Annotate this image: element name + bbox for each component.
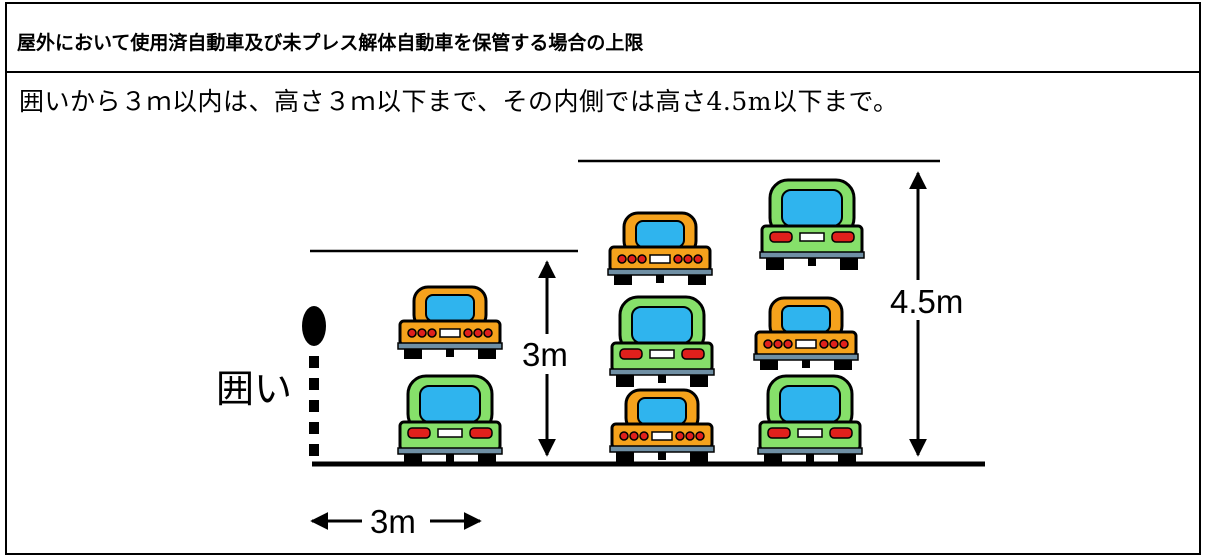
fence-label: 囲い	[216, 369, 292, 411]
height-label-3m: 3m	[522, 336, 568, 373]
label-bg	[888, 280, 976, 320]
car-orange	[606, 211, 714, 287]
car-green	[396, 374, 504, 468]
car-green	[608, 295, 716, 389]
car-orange	[396, 285, 504, 361]
car-orange	[608, 388, 716, 464]
car-orange	[752, 296, 860, 372]
height-label-4-5m: 4.5m	[890, 283, 963, 320]
car-green	[756, 374, 864, 468]
figure-description: 囲いから３ｍ以内は、高さ３ｍ以下まで、その内側では高さ4.5m以下まで。	[19, 87, 899, 116]
car-green	[758, 178, 866, 272]
figure-title: 屋外において使用済自動車及び未プレス解体自動車を保管する場合の上限	[17, 32, 644, 54]
header-row: 屋外において使用済自動車及び未プレス解体自動車を保管する場合の上限	[7, 4, 1199, 73]
distance-label-3m: 3m	[370, 503, 416, 540]
label-bg	[520, 334, 576, 374]
fence-icon	[302, 306, 326, 466]
